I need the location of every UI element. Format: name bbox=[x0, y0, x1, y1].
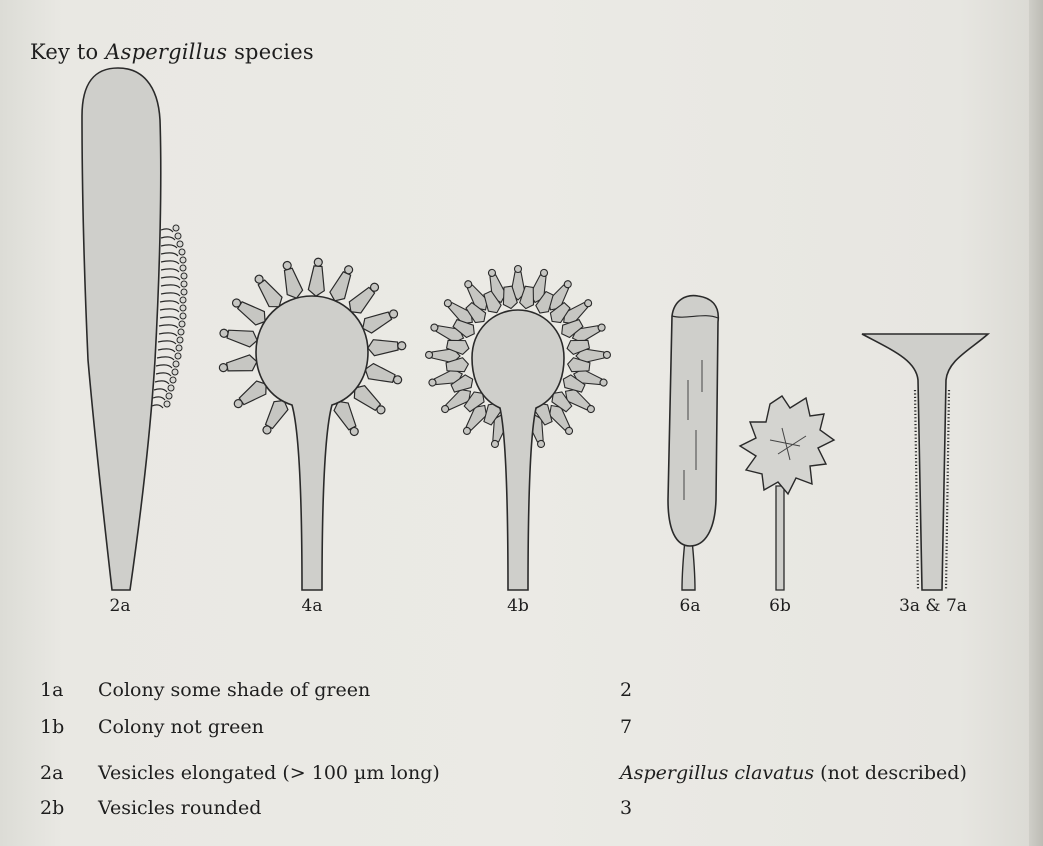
figure-4b-biseriate-vesicle bbox=[425, 266, 610, 591]
key-code: 2b bbox=[40, 797, 98, 819]
key-code: 2a bbox=[40, 762, 98, 784]
key-description: Vesicles rounded bbox=[98, 797, 261, 819]
figure-6a-cylindrical-vesicle bbox=[668, 296, 718, 590]
key-description: Colony some shade of green bbox=[98, 679, 370, 701]
key-target: Aspergillus clavatus (not described) bbox=[620, 762, 967, 784]
figure-6b-radiate-head bbox=[740, 396, 834, 590]
figure-label-4a: 4a bbox=[267, 596, 357, 616]
key-target-species: Aspergillus clavatus bbox=[620, 762, 814, 784]
figure-3a-7a-flask bbox=[862, 334, 988, 590]
key-target: 7 bbox=[620, 716, 632, 738]
figure-label-3a-7a: 3a & 7a bbox=[888, 596, 978, 616]
key-target: 2 bbox=[620, 679, 632, 701]
key-target-note: (not described) bbox=[814, 762, 967, 784]
figure-label-6a: 6a bbox=[645, 596, 735, 616]
key-description: Vesicles elongated (> 100 µm long) bbox=[98, 762, 440, 784]
key-code: 1b bbox=[40, 716, 98, 738]
key-description: Colony not green bbox=[98, 716, 264, 738]
key-code: 1a bbox=[40, 679, 98, 701]
figure-label-4b: 4b bbox=[473, 596, 563, 616]
figure-label-2a: 2a bbox=[75, 596, 165, 616]
key-target: 3 bbox=[620, 797, 632, 819]
figure-label-6b: 6b bbox=[735, 596, 825, 616]
figure-4a-uniseriate-vesicle bbox=[218, 258, 406, 590]
figure-2a-clavate-vesicle bbox=[82, 68, 187, 590]
